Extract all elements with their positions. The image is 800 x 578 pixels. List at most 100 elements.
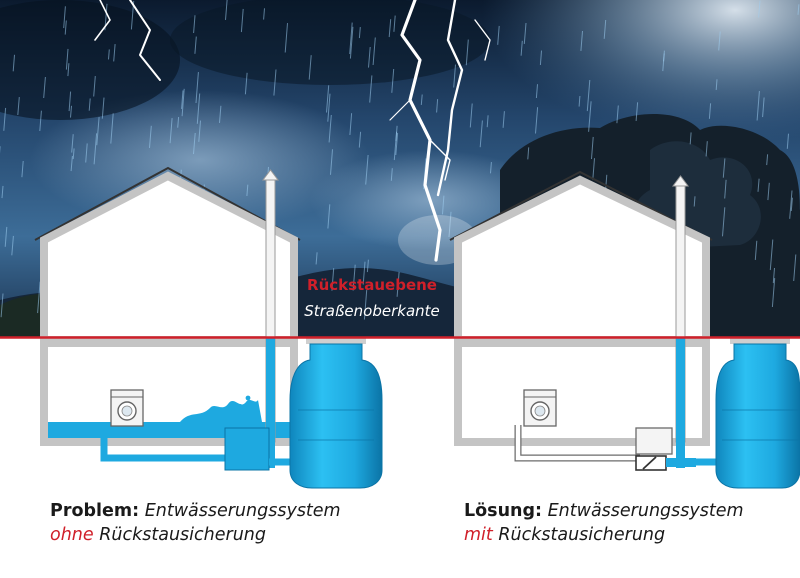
caption-solution-line2: Rückstausicherung [498,525,666,545]
raindrop [71,134,74,153]
sewer-connection-pipe [666,458,696,467]
raindrop [21,160,24,178]
raindrop [358,131,362,148]
washing-machine-icon [523,389,557,427]
raindrop [395,132,399,156]
house-wall [40,171,298,338]
raindrop [769,239,774,271]
cloud [30,90,370,230]
raindrop [263,8,265,20]
raindrop [315,252,318,265]
basement-wall [454,336,710,446]
vent-pipe-water [266,338,275,468]
raindrop [65,48,69,70]
raindrop [225,0,228,20]
raindrop [448,211,452,238]
caption-problem-highlight: ohne [50,525,94,545]
raindrop [149,125,152,148]
raindrop [705,141,708,157]
raindrop [17,97,20,116]
raindrop [365,154,369,185]
raindrop [70,155,73,172]
manhole-cover [306,338,366,344]
caption-problem-line1: Entwässerungssystem [144,501,341,521]
raindrop [327,93,331,122]
raindrop [194,36,197,54]
raindrop [527,147,530,160]
raindrop [535,84,538,99]
raindrop [442,195,445,215]
vent-pipe-cap [262,169,279,181]
dark-cloud [0,0,180,120]
raindrop [328,114,332,143]
water-drop [237,404,243,410]
raindrop [3,107,7,131]
vent-pipe-water [676,338,685,468]
raindrop [535,107,539,134]
raindrop [326,85,330,113]
raindrop [395,125,398,141]
caption-solution-title: Lösung: [464,501,543,521]
raindrop [93,133,98,165]
raindrop [68,91,72,112]
raindrop [37,281,41,314]
raindrop [797,4,800,15]
raindrop [497,25,500,45]
vent-pipe-cap [672,175,689,187]
raindrop [349,26,354,59]
raindrop [754,240,758,260]
raindrop [110,113,114,144]
raindrop [758,0,761,18]
raindrop [396,271,400,297]
raindrop [330,149,333,175]
raindrop [349,113,353,136]
raindrop [64,20,67,35]
raindrop [1,185,4,199]
raindrop [490,162,492,174]
raindrop [362,261,366,285]
lightning-bolt [129,0,161,81]
raindrop [693,196,696,207]
raindrop [603,19,607,39]
raindrop [12,54,15,72]
raindrop [767,182,770,201]
house-right [449,170,733,471]
raindrop [708,103,712,119]
raindrop [453,64,456,88]
lightning-bolt [436,0,464,197]
dark-cloud [170,0,490,85]
raindrop [85,143,88,163]
raindrop [43,76,46,99]
caption-problem: Problem: Entwässerungssystem ohne Rückst… [50,499,341,547]
caption-solution: Lösung: Entwässerungssystem mit Rückstau… [464,499,744,547]
backflow-level-label: Rückstauebene [307,276,437,294]
raindrop [273,69,277,96]
sewer-tank-right [715,338,800,489]
raindrop [592,158,595,180]
raindrop [240,8,244,33]
floor-drain-box [224,427,270,471]
raindrop [366,259,369,273]
water-tank [715,343,800,489]
house-upper-floor [462,182,702,338]
raindrop [586,79,591,112]
caption-problem-line2: Rückstausicherung [99,525,266,545]
roof-outline [449,170,713,241]
raindrop [331,268,335,291]
raindrop [195,72,199,104]
raindrop [722,158,726,178]
raindrop [588,101,592,132]
raindrop [39,110,42,132]
raindrop [523,22,527,44]
water-drop [245,395,251,401]
raindrop [67,63,70,77]
raindrop [358,27,361,39]
raindrop [391,68,395,93]
raindrop [790,197,793,212]
caption-problem-title: Problem: [50,501,140,521]
raindrop [113,44,116,62]
raindrop [715,79,718,90]
raindrop [219,105,222,123]
manhole-cover [730,338,790,344]
sewer-tank-left [289,338,383,489]
